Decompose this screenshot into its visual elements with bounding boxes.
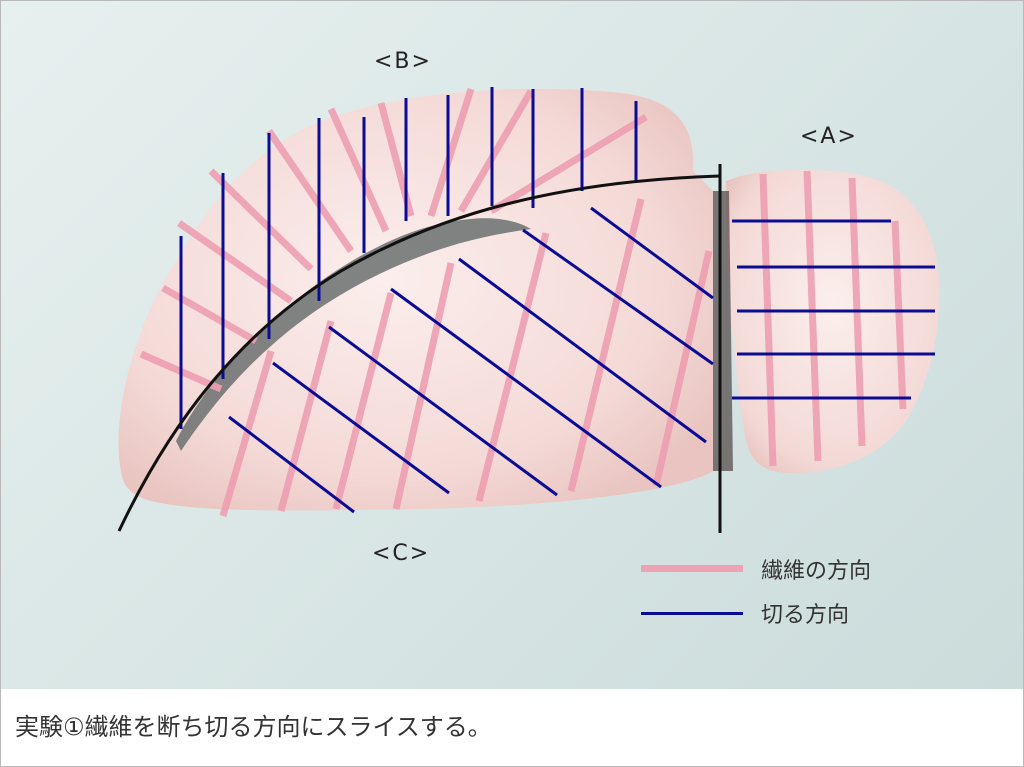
- cut-line-swatch: [641, 612, 743, 615]
- boundary-curve-b-c: [117, 174, 721, 532]
- meat-piece-a: [726, 169, 940, 474]
- fiber-line-swatch: [641, 565, 743, 572]
- cut-lines-c: [228, 206, 714, 514]
- region-label-b: <B>: [374, 49, 432, 74]
- region-label-c: <C>: [372, 541, 431, 566]
- legend-item-cut: 切る方向: [641, 597, 901, 628]
- legend-item-fiber: 繊維の方向: [641, 553, 901, 584]
- region-label-a: <A>: [800, 124, 858, 149]
- fiber-lines-b: [139, 87, 648, 393]
- cut-lines-b: [179, 87, 638, 429]
- caption-text: 実験①繊維を断ち切る方向にスライスする。: [15, 713, 492, 741]
- caption-bar: 実験①繊維を断ち切る方向にスライスする。: [1, 689, 1023, 766]
- chicken-breast-photo: <B> <A> <C> 繊維の方向 切る方向: [1, 1, 1023, 689]
- annotation-overlay: [117, 87, 940, 533]
- cut-lines-a: [732, 219, 935, 400]
- meat-piece-bc: [118, 88, 713, 511]
- legend-label-fiber: 繊維の方向: [761, 559, 872, 584]
- legend-label-cut: 切る方向: [761, 603, 850, 628]
